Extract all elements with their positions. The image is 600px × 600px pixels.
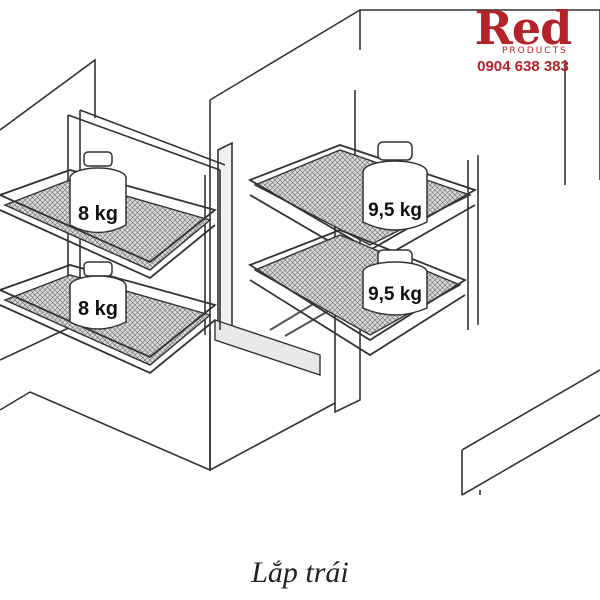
weight-label-left-top: 8 kg — [78, 203, 118, 225]
weight-left-top: 8 kg — [69, 151, 127, 234]
weight-label-left-bottom: 8 kg — [78, 298, 118, 320]
weight-label-right-bottom: 9,5 kg — [368, 284, 422, 305]
weight-right-top: 9,5 kg — [362, 141, 428, 231]
swing-arm — [214, 299, 331, 376]
brand-logo: Red PRODUCTS 0904 638 383 — [458, 4, 588, 75]
weight-right-bottom: 9,5 kg — [362, 249, 428, 316]
weight-label-right-top: 9,5 kg — [368, 200, 422, 221]
brand-phone: 0904 638 383 — [477, 58, 569, 75]
caption: Lắp trái — [251, 556, 349, 589]
brand-name: Red — [474, 1, 573, 55]
brand-subtitle: PRODUCTS — [502, 46, 568, 56]
weight-left-bottom: 8 kg — [69, 261, 127, 330]
right-cabinet — [209, 9, 600, 496]
